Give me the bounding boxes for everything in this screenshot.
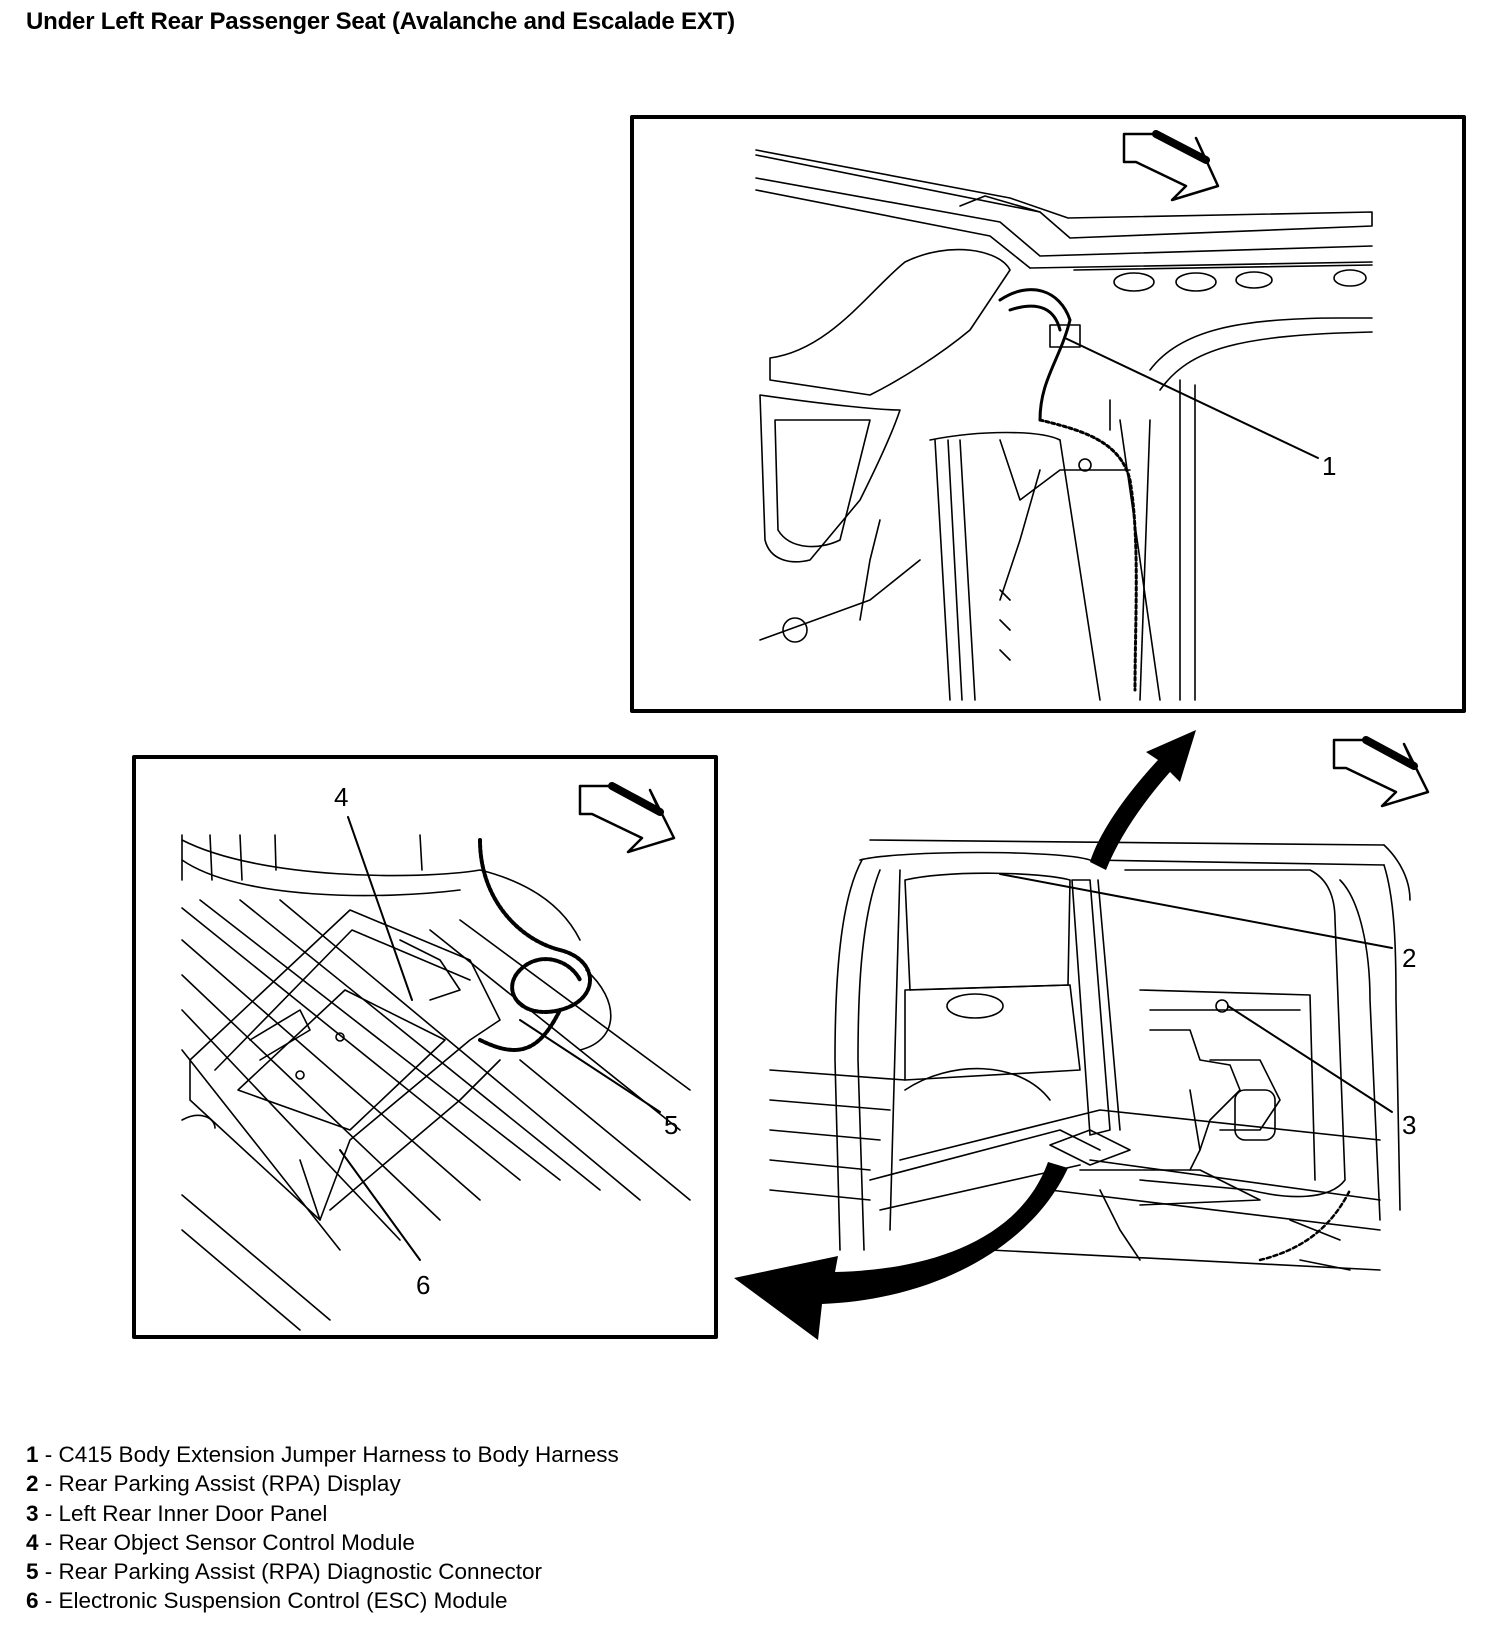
component-location-diagram: 1 2 3 4 5 6 bbox=[132, 115, 1466, 1340]
legend-item: 4 - Rear Object Sensor Control Module bbox=[26, 1528, 619, 1557]
callout-3-leader bbox=[1227, 1005, 1393, 1113]
legend-text: Left Rear Inner Door Panel bbox=[58, 1500, 328, 1526]
legend-separator: - bbox=[38, 1442, 59, 1467]
legend-number: 3 bbox=[26, 1500, 39, 1526]
callout-number: 4 bbox=[334, 782, 348, 812]
legend-number: 5 bbox=[26, 1559, 39, 1585]
legend-separator: - bbox=[38, 1559, 59, 1585]
legend-text: Rear Parking Assist (RPA) Diagnostic Con… bbox=[58, 1559, 543, 1585]
forward-direction-arrow-icon bbox=[578, 782, 676, 854]
legend-item: 2 - Rear Parking Assist (RPA) Display bbox=[26, 1469, 619, 1498]
upper-detail-illustration bbox=[755, 149, 1373, 701]
legend-separator: - bbox=[38, 1500, 59, 1526]
callout-legend: 1 - C415 Body Extension Jumper Harness t… bbox=[26, 1440, 619, 1616]
legend-item: 1 - C415 Body Extension Jumper Harness t… bbox=[26, 1440, 619, 1469]
callout-2-leader bbox=[999, 873, 1393, 949]
legend-number: 4 bbox=[26, 1529, 39, 1555]
callout-number: 6 bbox=[416, 1270, 430, 1300]
legend-number: 2 bbox=[26, 1471, 39, 1497]
upper-detail-inset-frame bbox=[630, 115, 1466, 713]
legend-separator: - bbox=[38, 1471, 59, 1497]
legend-item: 5 - Rear Parking Assist (RPA) Diagnostic… bbox=[26, 1557, 619, 1586]
legend-item: 6 - Electronic Suspension Control (ESC) … bbox=[26, 1586, 619, 1615]
callout-1-leader bbox=[1064, 337, 1319, 459]
legend-separator: - bbox=[38, 1529, 59, 1555]
legend-number: 6 bbox=[26, 1588, 39, 1614]
callout-4-leader bbox=[347, 816, 413, 1001]
legend-item: 3 - Left Rear Inner Door Panel bbox=[26, 1499, 619, 1528]
legend-text: Rear Parking Assist (RPA) Display bbox=[58, 1471, 401, 1497]
lower-detail-inset-frame bbox=[132, 755, 718, 1339]
zoom-curved-arrow-icon bbox=[1090, 730, 1196, 870]
legend-text: Electronic Suspension Control (ESC) Modu… bbox=[58, 1588, 508, 1614]
page-title: Under Left Rear Passenger Seat (Avalanch… bbox=[26, 8, 735, 35]
legend-text: Rear Object Sensor Control Module bbox=[58, 1529, 415, 1555]
callout-number: 2 bbox=[1402, 943, 1416, 973]
callout-number: 1 bbox=[1322, 451, 1336, 481]
zoom-curved-arrow-icon bbox=[734, 1162, 1068, 1340]
callout-6-leader bbox=[339, 1149, 421, 1261]
callout-number: 5 bbox=[664, 1110, 678, 1140]
main-cab-illustration bbox=[769, 839, 1411, 1271]
forward-direction-arrow-icon bbox=[1122, 130, 1220, 202]
lower-detail-illustration bbox=[181, 834, 691, 1331]
legend-number: 1 bbox=[26, 1442, 39, 1467]
forward-direction-arrow-icon bbox=[1332, 736, 1430, 808]
legend-text: C415 Body Extension Jumper Harness to Bo… bbox=[58, 1442, 619, 1467]
callout-5-leader bbox=[519, 1019, 661, 1113]
legend-separator: - bbox=[38, 1588, 59, 1614]
callout-number: 3 bbox=[1402, 1110, 1416, 1140]
